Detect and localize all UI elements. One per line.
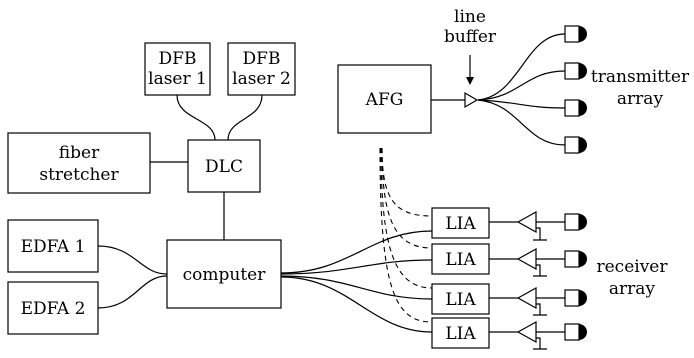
receiver-1-amplifier-icon [516,210,537,234]
fiber-stretcher-label-line2: stretcher [39,165,119,185]
computer-box: computer [166,239,282,309]
transmitter-array-label-line1: transmitter [591,67,690,87]
transmitter-4-photodetector-icon [564,136,587,154]
receiver-4-amplifier-icon [516,320,537,344]
computer-label: computer [183,265,267,285]
edfa-2-label: EDFA 2 [21,299,86,319]
line-buffer-arrow-icon [466,55,474,85]
receiver-2-photodetector-icon [564,250,587,268]
wire-dfb2-dlc [227,94,263,141]
dfb-laser-1-label-line1: DFB [159,49,197,69]
transmitter-1-photodetector-icon [564,25,587,43]
receiver-1-ground-icon [533,227,547,241]
afg-box: AFG [337,64,432,134]
dfb-laser-2-label-line1: DFB [243,49,281,69]
ref-afg-lia3 [380,147,433,289]
dfb-laser-1-label-line2: laser 1 [148,69,207,89]
receiver-3-photodetector-icon [564,289,587,307]
dfb-laser-2-label-line2: laser 2 [232,69,291,89]
receiver-4-chain [489,320,587,350]
receiver-array-label-line2: array [609,279,656,299]
lia-2-box: LIA [431,243,490,275]
receiver-4-photodetector-icon [564,323,587,341]
lia-4-box: LIA [431,317,490,349]
receiver-3-amplifier-icon [516,286,537,310]
lia-1-label: LIA [445,214,476,234]
receiver-1-photodetector-icon [564,213,587,231]
line-buffer-label-line2: buffer [444,27,497,47]
receiver-2-amplifier-icon [516,247,537,271]
lia-3-label: LIA [445,290,476,310]
receiver-3-ground-icon [533,303,547,316]
line-buffer-icon [464,91,479,109]
ref-afg-lia4 [379,147,433,323]
lia-3-box: LIA [431,283,490,315]
edfa-1-label: EDFA 1 [21,237,86,257]
lia-4-label: LIA [445,324,476,344]
wire-computer-lia2 [280,259,433,275]
lia-1-box: LIA [431,207,490,239]
line-buffer-label-line1: line [454,7,486,27]
fiber-stretcher-box: fiber stretcher [7,132,151,194]
receiver-3-chain [489,286,587,316]
ref-afg-lia2 [381,147,433,249]
wire-buffer-tx1 [477,33,566,101]
transmitter-3-photodetector-icon [564,99,587,117]
edfa-2-box: EDFA 2 [7,281,99,335]
lia-2-label: LIA [445,250,476,270]
ref-afg-lia1 [381,147,433,217]
wire-computer-lia1 [280,230,433,274]
wire-edfa2-computer [97,275,168,309]
fiber-stretcher-label-line1: fiber [59,143,100,163]
receiver-2-ground-icon [533,264,547,277]
wire-buffer-tx3 [477,99,566,109]
receiver-2-chain [489,247,587,277]
wire-buffer-tx4 [477,99,566,146]
wire-buffer-tx2 [477,70,566,101]
receiver-1-chain [489,210,587,241]
receiver-array-label-line1: receiver [597,257,669,277]
wire-computer-lia3 [280,275,433,300]
dlc-box: DLC [187,139,261,193]
transmitter-2-photodetector-icon [564,62,587,80]
wire-computer-lia4 [280,276,433,333]
transmitter-array-label-line2: array [617,89,664,109]
dfb-laser-2-box: DFB laser 2 [227,42,296,96]
wire-dfb1-dlc [176,94,216,141]
dfb-laser-1-box: DFB laser 1 [144,42,211,96]
afg-label: AFG [365,90,404,110]
receiver-4-ground-icon [533,337,547,350]
edfa-1-box: EDFA 1 [7,219,99,273]
wire-edfa1-computer [97,245,168,275]
dlc-label: DLC [205,157,243,177]
